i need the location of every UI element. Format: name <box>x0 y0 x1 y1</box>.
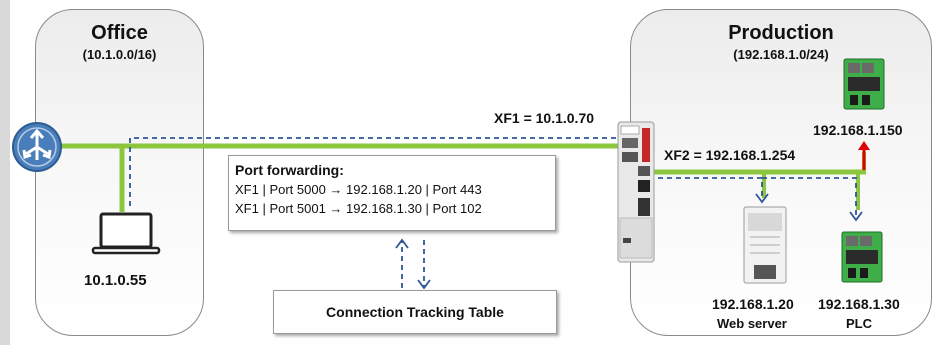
port-forwarding-box: Port forwarding: XF1 | Port 5000 → 192.1… <box>228 155 556 231</box>
webserver-label: Web server <box>717 316 787 331</box>
production-subnet: (192.168.1.0/24) <box>733 47 829 62</box>
dashed-arrowhead-plc <box>849 211 863 222</box>
production-title: Production <box>728 22 834 44</box>
arrow-up-head <box>395 238 409 249</box>
server-icon[interactable] <box>740 205 790 287</box>
arrow-down-head <box>417 279 431 290</box>
connection-tracking-box: Connection Tracking Table <box>273 290 557 334</box>
plc-top-ip: 192.168.1.150 <box>813 122 903 138</box>
xf2-label: XF2 = 192.168.1.254 <box>664 147 796 163</box>
dashed-path-production <box>639 160 763 200</box>
router-icon[interactable] <box>10 120 64 174</box>
port-forwarding-rule: XF1 | Port 5001 → 192.168.1.30 | Port 10… <box>235 201 482 216</box>
left-edge-bar <box>0 0 10 345</box>
laptop-ip: 10.1.0.55 <box>84 272 147 289</box>
plc-label: PLC <box>846 316 872 331</box>
office-subnet: (10.1.0.0/16) <box>82 47 157 62</box>
red-arrow-head <box>858 141 870 150</box>
port-forwarding-rule: XF1 | Port 5000 → 192.168.1.20 | Port 44… <box>235 182 482 197</box>
plc-icon[interactable] <box>840 55 888 113</box>
xf1-label: XF1 = 10.1.0.70 <box>494 110 595 126</box>
dashed-path-plc <box>762 177 857 218</box>
dashed-path-office <box>129 137 632 206</box>
port-forwarding-title: Port forwarding: <box>235 162 344 178</box>
dashed-arrowhead-webserver <box>755 193 769 204</box>
laptop-icon[interactable] <box>90 210 162 258</box>
webserver-ip: 192.168.1.20 <box>712 296 794 312</box>
connection-tracking-label: Connection Tracking Table <box>326 304 504 320</box>
firewall-icon[interactable] <box>614 120 658 265</box>
plc-icon[interactable] <box>838 228 886 286</box>
office-title: Office <box>91 22 148 44</box>
plc-ip: 192.168.1.30 <box>818 296 900 312</box>
